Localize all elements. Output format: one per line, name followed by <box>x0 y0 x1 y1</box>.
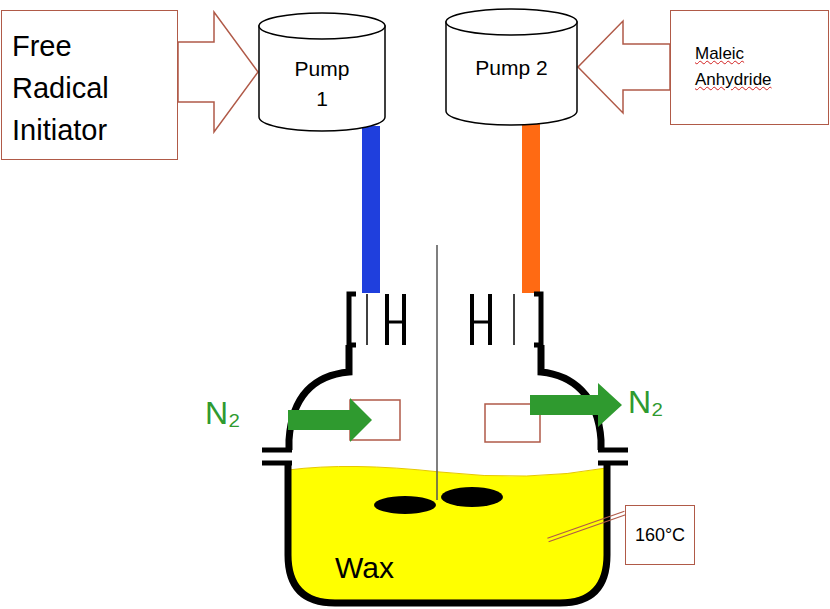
pump-cylinder: Pump 2 <box>445 8 578 126</box>
left-joint <box>349 294 356 345</box>
right-joint <box>534 294 541 345</box>
cylinder-top <box>446 9 577 35</box>
monomer-callout: Maleic Anhydride <box>670 10 829 125</box>
right-adapter <box>472 321 490 324</box>
initiator-callout: Free Radical Initiator <box>1 10 178 160</box>
leader-line <box>547 511 625 541</box>
node-text: Maleic Anhydride <box>695 41 807 93</box>
stirrer-shaft <box>436 245 438 500</box>
stirrer-paddle <box>441 487 503 507</box>
anhydride-tube <box>522 120 540 293</box>
right-joint <box>513 294 515 345</box>
node-text: 160°C <box>626 524 694 546</box>
flask-top <box>289 345 349 450</box>
node-text: Wax <box>335 550 394 586</box>
left-joint <box>366 294 368 345</box>
block-arrow-shape <box>578 21 670 113</box>
node-text: Free Radical Initiator <box>12 25 142 151</box>
wax-melt <box>288 463 606 600</box>
wax-melt-region: Wax <box>300 478 548 598</box>
gas-inlet-arrow <box>288 398 372 442</box>
initiator-tube <box>362 126 380 293</box>
left-adapter <box>385 294 389 345</box>
leader-stroke <box>547 511 624 538</box>
cylinder-body <box>446 22 577 125</box>
block-arrow <box>178 12 258 132</box>
left-adapter <box>402 294 406 345</box>
block-arrow-shape <box>178 12 258 132</box>
flask-flange <box>262 450 628 463</box>
cylinder-top <box>259 13 385 39</box>
right-adapter <box>488 294 492 345</box>
temperature-box: 160°C <box>625 505 695 565</box>
node-text: Pump 2 <box>445 54 578 82</box>
gas-label: N₂ <box>628 382 664 422</box>
cylinder-body <box>259 26 385 131</box>
node-text: Pump 1 <box>291 54 353 114</box>
left-adapter <box>387 321 404 324</box>
gas-label: N₂ <box>205 393 241 433</box>
right-adapter <box>470 294 474 345</box>
gas-outlet-arrow <box>530 383 622 427</box>
stirrer-paddle <box>374 496 436 514</box>
leader-stroke <box>549 515 626 542</box>
flask-bottom <box>288 463 607 603</box>
pump-cylinder: Pump 1 <box>258 12 386 132</box>
block-arrow <box>578 21 670 113</box>
